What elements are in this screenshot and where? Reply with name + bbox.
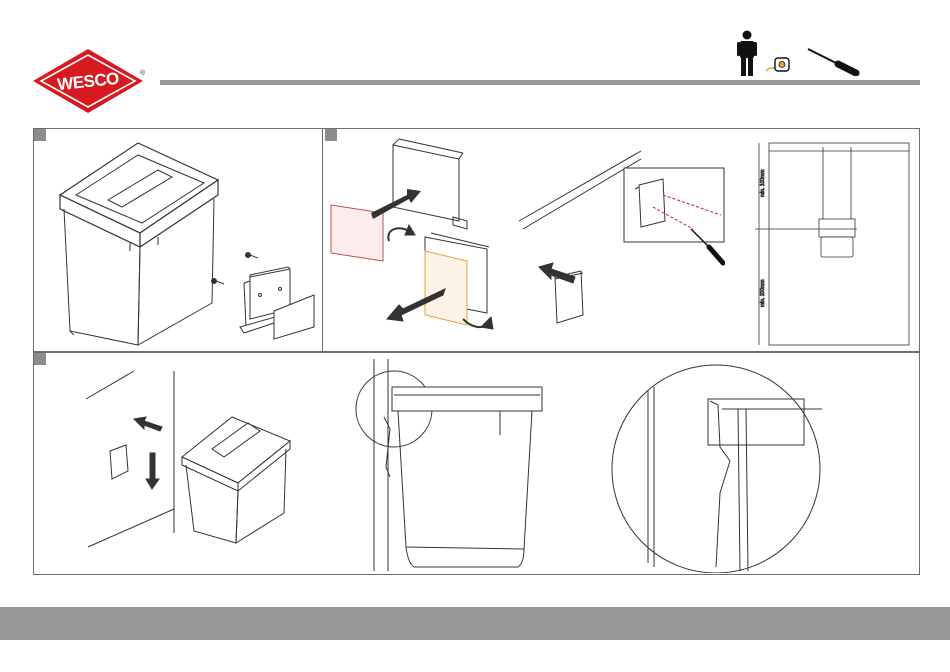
dimension-top: min. 100mm [760, 169, 766, 197]
step-3-panel [33, 352, 920, 575]
dimension-bottom: min. 200mm [760, 279, 766, 307]
step-2-panel: min. 100mm min. 200mm [322, 128, 920, 352]
side-view-icon [354, 357, 914, 573]
drill-template-icon [623, 167, 725, 269]
step-1-badge [34, 129, 46, 141]
step-1-panel [33, 128, 323, 352]
mounting-bracket-icon [210, 247, 318, 347]
registered-mark: ® [140, 70, 145, 77]
dimension-drawing: min. 100mm min. 200mm [753, 137, 919, 351]
footer-bar [0, 607, 950, 640]
person-icon [736, 30, 758, 76]
header-rule [160, 80, 920, 85]
step-3-badge [34, 353, 46, 365]
hang-bin-icon [84, 361, 344, 561]
screwdriver-icon [806, 46, 860, 76]
wesco-logo: WESCO [30, 46, 146, 116]
detail-zoom-icon [612, 365, 820, 573]
tape-measure-icon [764, 56, 792, 74]
